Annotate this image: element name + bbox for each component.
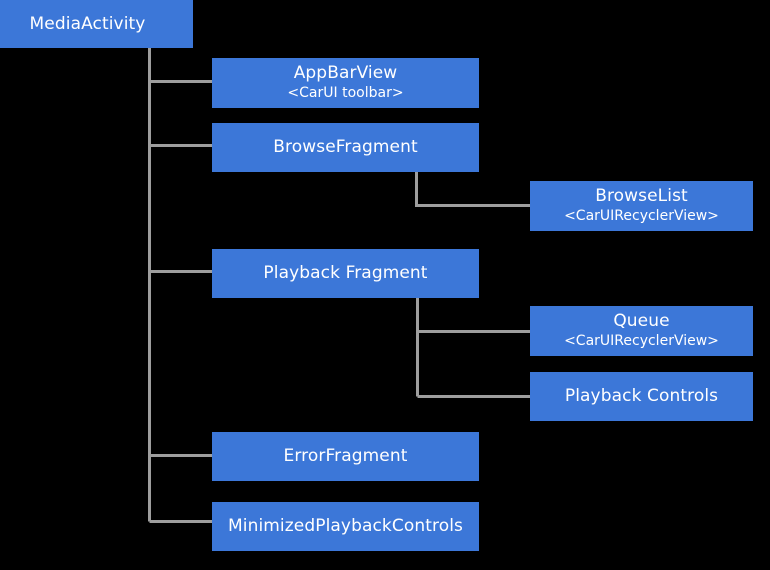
node-title: Playback Fragment	[263, 263, 428, 284]
node-title: MediaActivity	[29, 13, 146, 34]
node-media-activity[interactable]: MediaActivity	[0, 0, 193, 48]
node-playback-fragment[interactable]: Playback Fragment	[212, 249, 479, 298]
node-error-fragment[interactable]: ErrorFragment	[212, 432, 479, 481]
node-queue[interactable]: Queue <CarUIRecyclerView>	[530, 306, 753, 356]
node-browse-fragment[interactable]: BrowseFragment	[212, 123, 479, 172]
node-browse-list[interactable]: BrowseList <CarUIRecyclerView>	[530, 181, 753, 231]
node-title: BrowseFragment	[273, 137, 418, 158]
node-title: Queue	[613, 311, 670, 332]
node-minimized-playback-controls[interactable]: MinimizedPlaybackControls	[212, 502, 479, 551]
node-subtitle: <CarUI toolbar>	[287, 85, 404, 102]
node-subtitle: <CarUIRecyclerView>	[564, 333, 719, 350]
node-title: MinimizedPlaybackControls	[227, 516, 463, 537]
node-title: BrowseList	[595, 186, 688, 207]
edge-browse-fragment-browse-list	[415, 172, 530, 207]
node-title: AppBarView	[293, 63, 398, 84]
node-title: ErrorFragment	[283, 446, 408, 467]
node-subtitle: <CarUIRecyclerView>	[564, 208, 719, 225]
node-title: Playback Controls	[564, 386, 719, 407]
node-playback-controls[interactable]: Playback Controls	[530, 372, 753, 421]
node-app-bar-view[interactable]: AppBarView <CarUI toolbar>	[212, 58, 479, 108]
